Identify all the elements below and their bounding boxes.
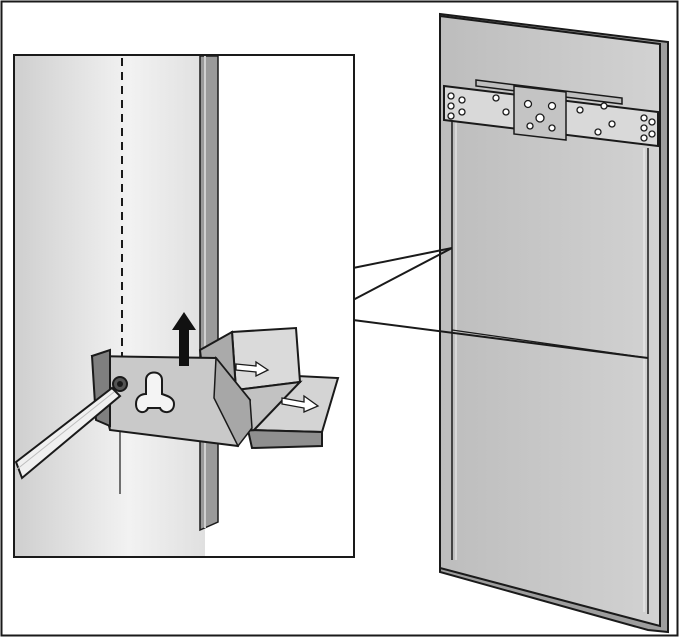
screwdriver [14,386,122,480]
door-panel [439,12,669,634]
right-arrow-icon [281,394,320,413]
mounting-bracket [443,79,659,148]
up-arrow-icon [172,312,196,366]
detail-inset [13,54,355,558]
right-arrow-icon [235,360,270,378]
callout-lines [352,247,649,359]
hinge-slide-mechanism [90,326,340,450]
